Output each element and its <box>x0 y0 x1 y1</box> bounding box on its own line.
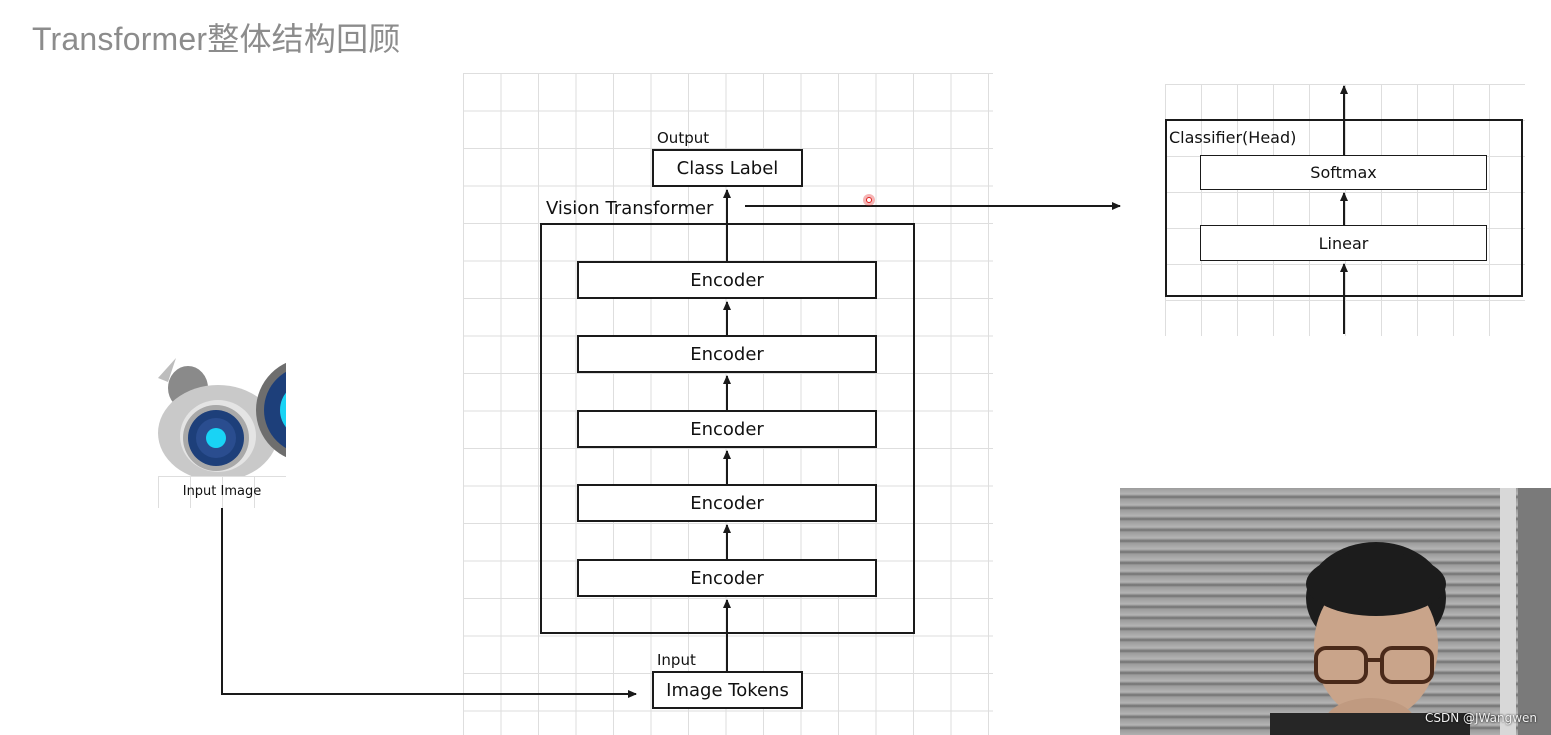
encoder-box-1: Encoder <box>577 261 877 299</box>
input-image <box>158 348 286 476</box>
encoder-box-3: Encoder <box>577 410 877 448</box>
encoder-box-5: Encoder <box>577 559 877 597</box>
pointer-cursor-icon <box>863 194 875 206</box>
image-tokens-box: Image Tokens <box>652 671 803 709</box>
presenter-silhouette <box>1270 488 1551 735</box>
input-image-picture <box>158 348 286 476</box>
vision-transformer-label: Vision Transformer <box>546 198 714 219</box>
input-to-tokens-arrow <box>221 508 637 698</box>
watermark: CSDN @JWangwen <box>1424 711 1537 725</box>
linear-box: Linear <box>1200 225 1487 261</box>
slide-title: Transformer整体结构回顾 <box>32 21 401 57</box>
input-label: Input <box>657 651 696 669</box>
input-image-caption: Input Image <box>182 484 262 499</box>
output-label: Output <box>657 129 710 147</box>
softmax-box: Softmax <box>1200 155 1487 190</box>
encoder-box-4: Encoder <box>577 484 877 522</box>
classifier-head-label: Classifier(Head) <box>1169 128 1297 147</box>
webcam-overlay: CSDN @JWangwen <box>1120 488 1551 735</box>
encoder-box-2: Encoder <box>577 335 877 373</box>
class-label-box: Class Label <box>652 149 803 187</box>
